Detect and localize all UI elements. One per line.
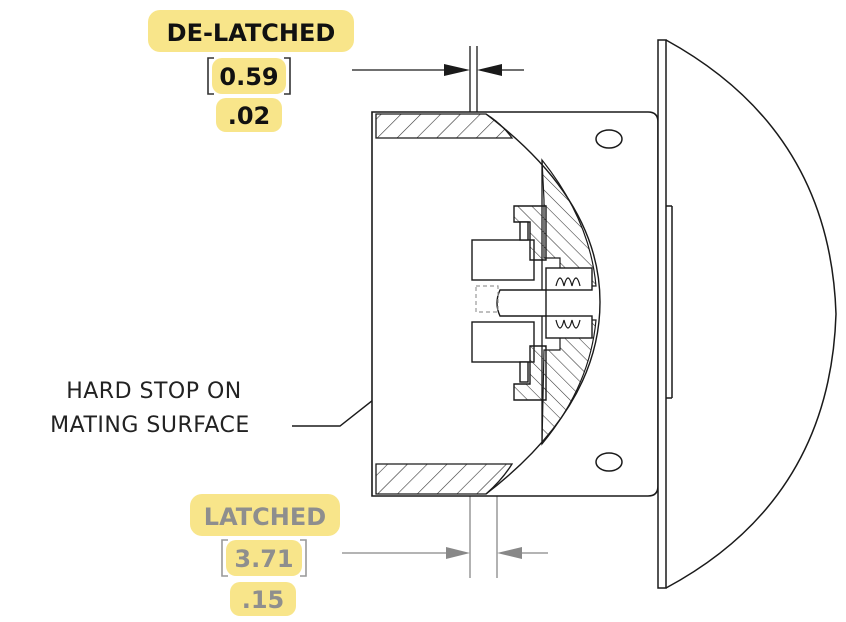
latched-callout: LATCHED 3.71 .15 [190,494,340,616]
latched-title-highlight [190,494,340,536]
lower-pin [519,361,529,383]
delatched-arrow-right [477,64,502,76]
latched-value-in: .15 [242,586,285,614]
delatched-mm-highlight [212,58,286,94]
hidden-hard-stop [475,285,499,313]
dome-cover [665,39,837,589]
latch-mechanism [471,205,593,401]
delatched-title-highlight [148,10,354,52]
latched-bracket-right [300,539,307,577]
note-line-2: MATING SURFACE [50,413,250,438]
housing-inner-section-lower [541,319,597,446]
flange-plate [657,39,667,589]
mounting-hole-top [595,129,623,149]
delatched-title: DE-LATCHED [167,19,336,47]
latched-arrow-right [497,547,522,559]
mounting-hole-bottom [595,452,623,472]
delatched-bracket-left [207,57,214,95]
note-line-1: HARD STOP ON [66,379,242,404]
upper-pin [519,221,529,241]
latched-mm-highlight [226,540,302,576]
latched-bracket-left [221,539,228,577]
delatched-value-mm: 0.59 [219,63,278,91]
housing-inner-section [541,158,597,287]
delatched-in-highlight [216,98,282,132]
delatched-value-in: .02 [228,102,271,130]
latch-carrier-lower [513,345,547,401]
latched-title: LATCHED [204,503,326,531]
latch-carrier-upper [513,205,547,261]
lower-latch-block [471,321,535,363]
latched-arrow-left [446,547,470,559]
delatched-arrow-left [444,64,470,76]
latch-shaft [496,289,547,317]
delatched-callout: DE-LATCHED 0.59 .02 [148,10,354,132]
latched-value-mm: 3.71 [234,545,293,573]
delatched-bracket-right [284,57,291,95]
upper-latch-block [471,239,535,281]
flange-and-dome [657,39,837,589]
latched-in-highlight [230,582,296,616]
spring-upper [555,277,581,287]
spring-lower [555,319,581,329]
